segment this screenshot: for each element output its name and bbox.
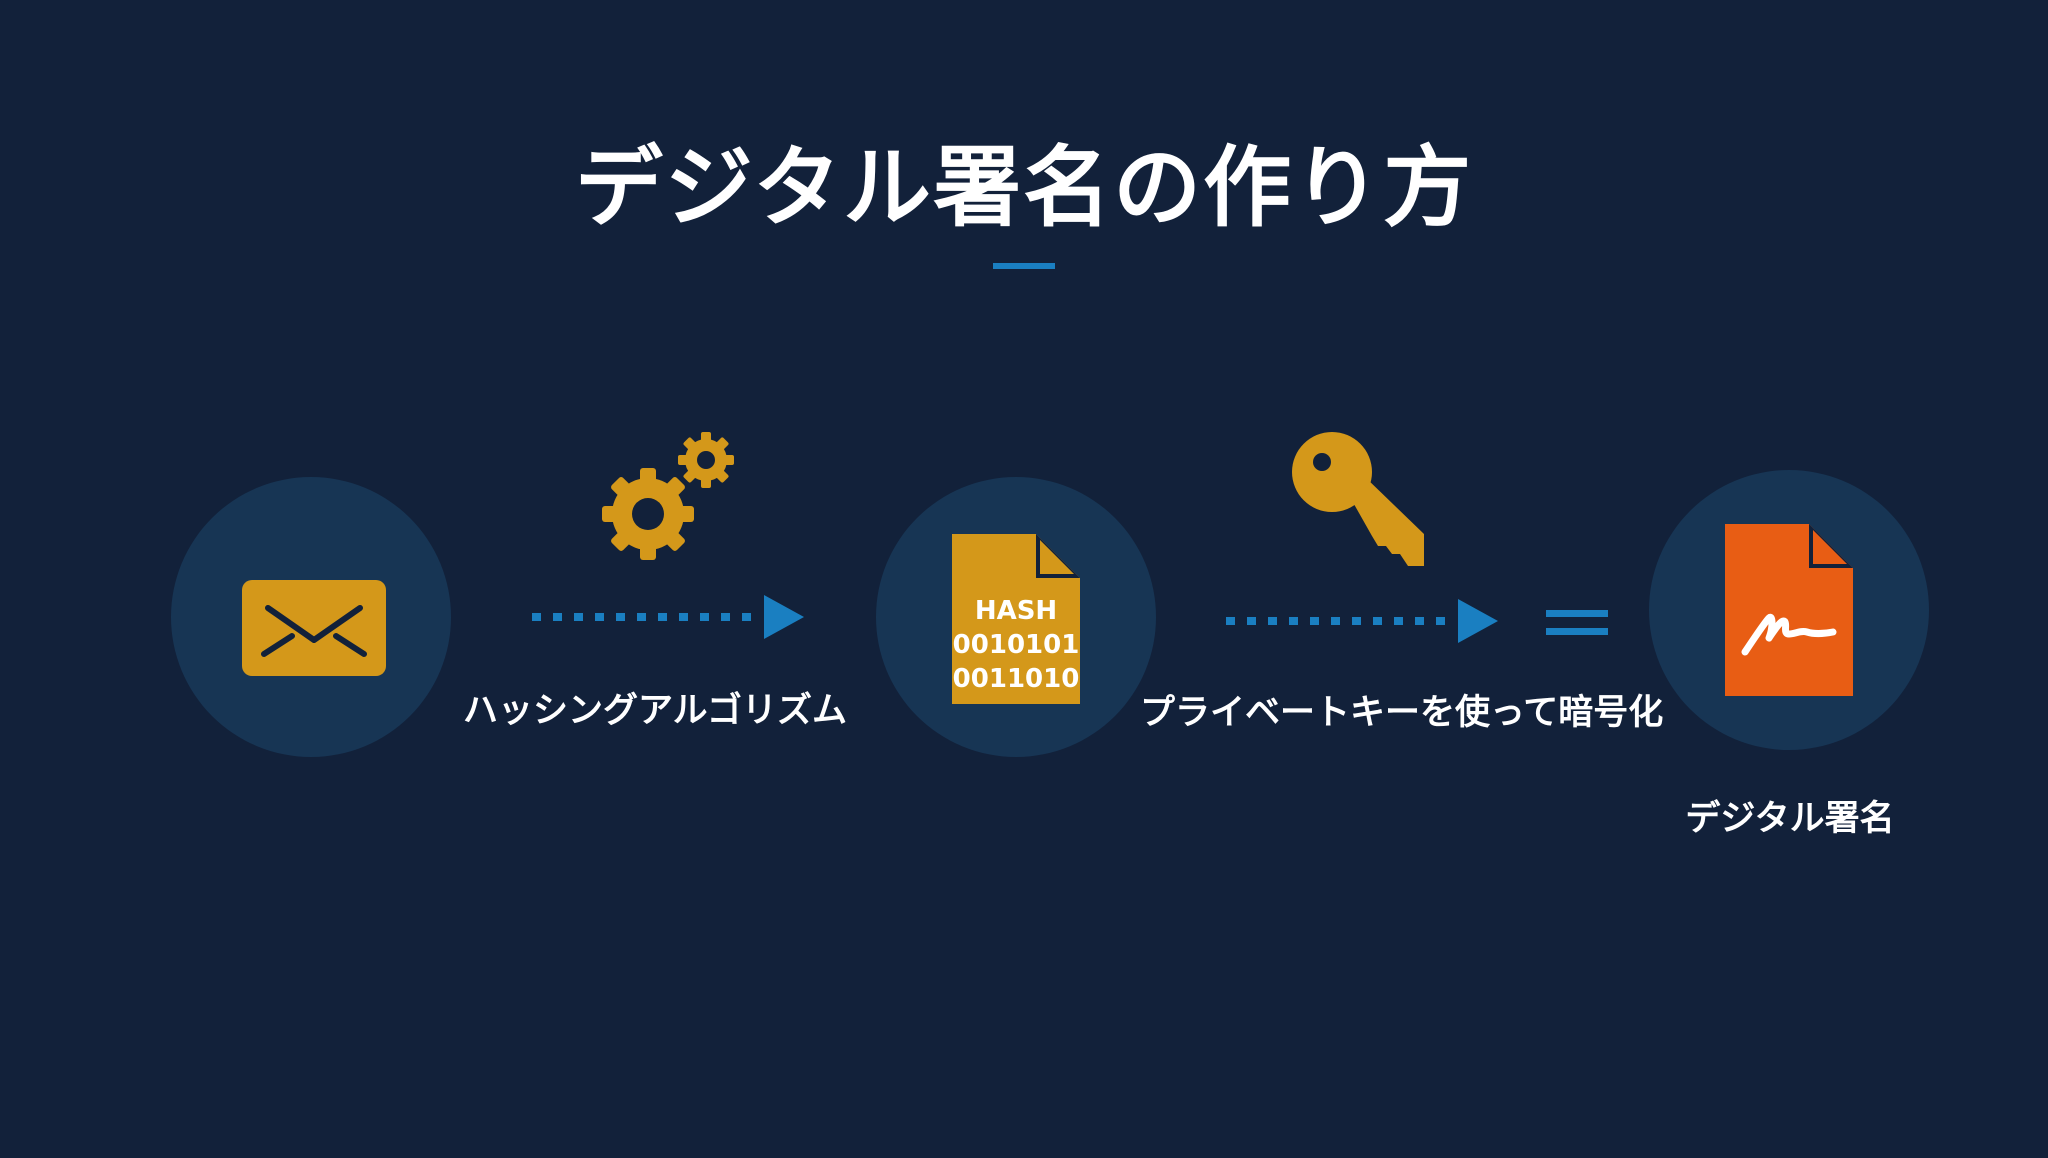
arrow-encrypt (1226, 599, 1498, 643)
page-title: デジタル署名の作り方 (574, 136, 1474, 239)
title-underline (993, 263, 1055, 269)
hash-values: HASH 0010101 0011010 (950, 594, 1082, 696)
arrow-hashing (532, 595, 804, 639)
hash-heading: HASH (974, 596, 1058, 626)
encrypt-label: プライベートキーを使って暗号化 (1140, 693, 1664, 733)
hash-line-1: 0010101 (952, 630, 1080, 660)
hash-document-icon (952, 534, 1080, 704)
signed-document-icon (1725, 524, 1853, 696)
gears-icon (602, 432, 734, 560)
signature-label: デジタル署名 (1685, 799, 1895, 839)
key-icon (1292, 432, 1424, 566)
equals-icon (1546, 610, 1608, 635)
hash-line-2: 0011010 (952, 664, 1080, 694)
hashing-label: ハッシングアルゴリズム (463, 691, 847, 731)
envelope-icon (242, 580, 386, 676)
